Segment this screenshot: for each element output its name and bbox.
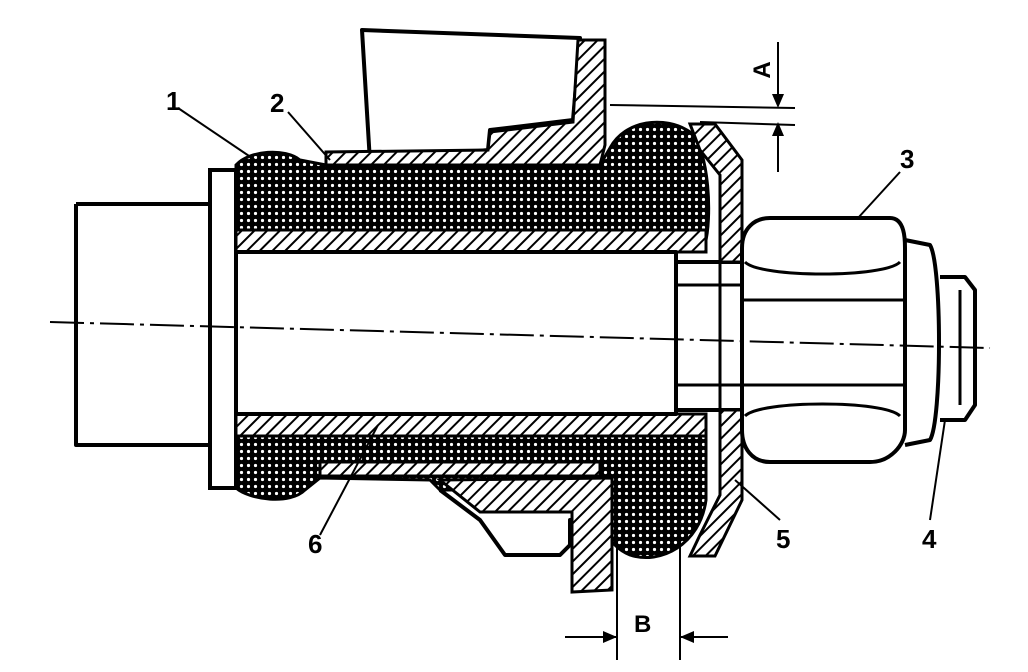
dimension-a [609, 42, 796, 172]
hex-nut [740, 216, 941, 464]
label-part-2: 2 [270, 88, 284, 118]
label-part-1: 1 [166, 86, 180, 116]
dimension-b [565, 540, 728, 660]
center-line [49, 321, 991, 349]
outer-sleeve-lower [318, 460, 602, 478]
label-dimension-b: B [634, 611, 651, 638]
sleeve-bore [236, 250, 740, 416]
label-part-5: 5 [776, 524, 790, 554]
leader-lines [177, 107, 946, 536]
label-part-6: 6 [308, 529, 322, 559]
bolt-end [940, 275, 977, 422]
upper-bracket [324, 28, 607, 167]
inner-sleeve-upper [234, 228, 708, 254]
inner-sleeve-lower [234, 412, 708, 438]
flange-washer [208, 168, 238, 490]
label-part-3: 3 [900, 144, 914, 174]
label-part-4: 4 [922, 524, 937, 554]
rubber-upper [234, 120, 711, 246]
label-dimension-a: A [749, 61, 776, 78]
shaft [74, 202, 215, 447]
lower-bracket [435, 476, 614, 594]
